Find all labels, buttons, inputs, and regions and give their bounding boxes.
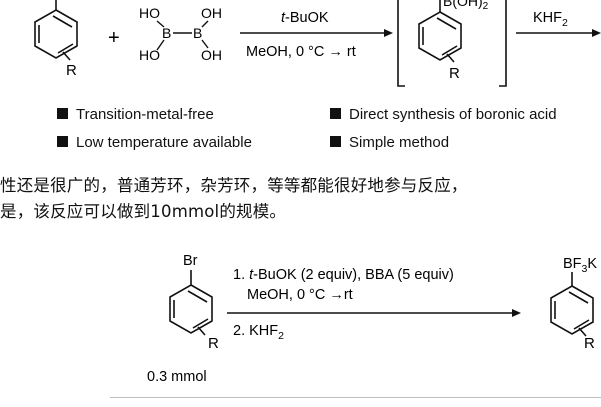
- product-group: BF3K: [563, 256, 597, 275]
- reaction-arrow-1: [240, 29, 393, 37]
- arrow1-top-label: t-BuOK: [281, 10, 329, 26]
- bisboronic-acid: HO OH B B HO OH: [139, 5, 222, 63]
- substituent-r-4: R: [584, 335, 595, 352]
- intermediate-group: B(OH)2: [443, 0, 489, 12]
- step2-label: 2. KHF2: [233, 323, 284, 342]
- bullet-square: [57, 136, 68, 147]
- paragraph-line-2: 是，该反应可以做到10mmol的规模。: [0, 202, 287, 221]
- feature-item: Simple method: [330, 134, 449, 152]
- scale-label: 0.3 mmol: [147, 369, 207, 385]
- arrow2-label: KHF2: [533, 10, 568, 29]
- feature-item: Direct synthesis of boronic acid: [330, 106, 557, 124]
- plus-sign: +: [108, 27, 120, 49]
- bullet-square: [330, 108, 341, 119]
- reaction-arrow-3: [227, 309, 521, 317]
- paragraph-line-1: 性还是很广的，普通芳环，杂芳环，等等都能很好地参与反应，: [0, 176, 468, 195]
- substituent-r-2: R: [449, 65, 460, 82]
- bullet-square: [330, 136, 341, 147]
- aryl-ring-1: [34, 0, 78, 61]
- reaction-arrow-2: [516, 29, 601, 37]
- bullet-square: [57, 108, 68, 119]
- aryl-ring-2: [418, 0, 462, 63]
- aryl-bromide-ring: [169, 270, 213, 336]
- step1-label: 1. t-BuOK (2 equiv), BBA (5 equiv): [233, 267, 454, 283]
- product-ring: [550, 272, 594, 337]
- reagent-ho-top: HO: [139, 5, 160, 21]
- reagent-b-right: B: [193, 25, 202, 41]
- substituent-r-3: R: [208, 335, 219, 352]
- reagent-oh-top: OH: [201, 5, 222, 21]
- step1-line2: MeOH, 0 °C →rt: [247, 287, 353, 303]
- reagent-ho-bottom: HO: [139, 47, 160, 63]
- substituent-r-1: R: [66, 62, 77, 79]
- feature-item: Low temperature available: [57, 134, 252, 152]
- divider-line: [110, 397, 601, 398]
- bromo-label: Br: [183, 253, 198, 269]
- intermediate-bracket: [397, 0, 507, 87]
- arrow1-bottom-label: MeOH, 0 °C → rt: [246, 44, 356, 60]
- feature-item: Transition-metal-free: [57, 106, 214, 124]
- reagent-b-left: B: [162, 25, 171, 41]
- reagent-oh-bottom: OH: [201, 47, 222, 63]
